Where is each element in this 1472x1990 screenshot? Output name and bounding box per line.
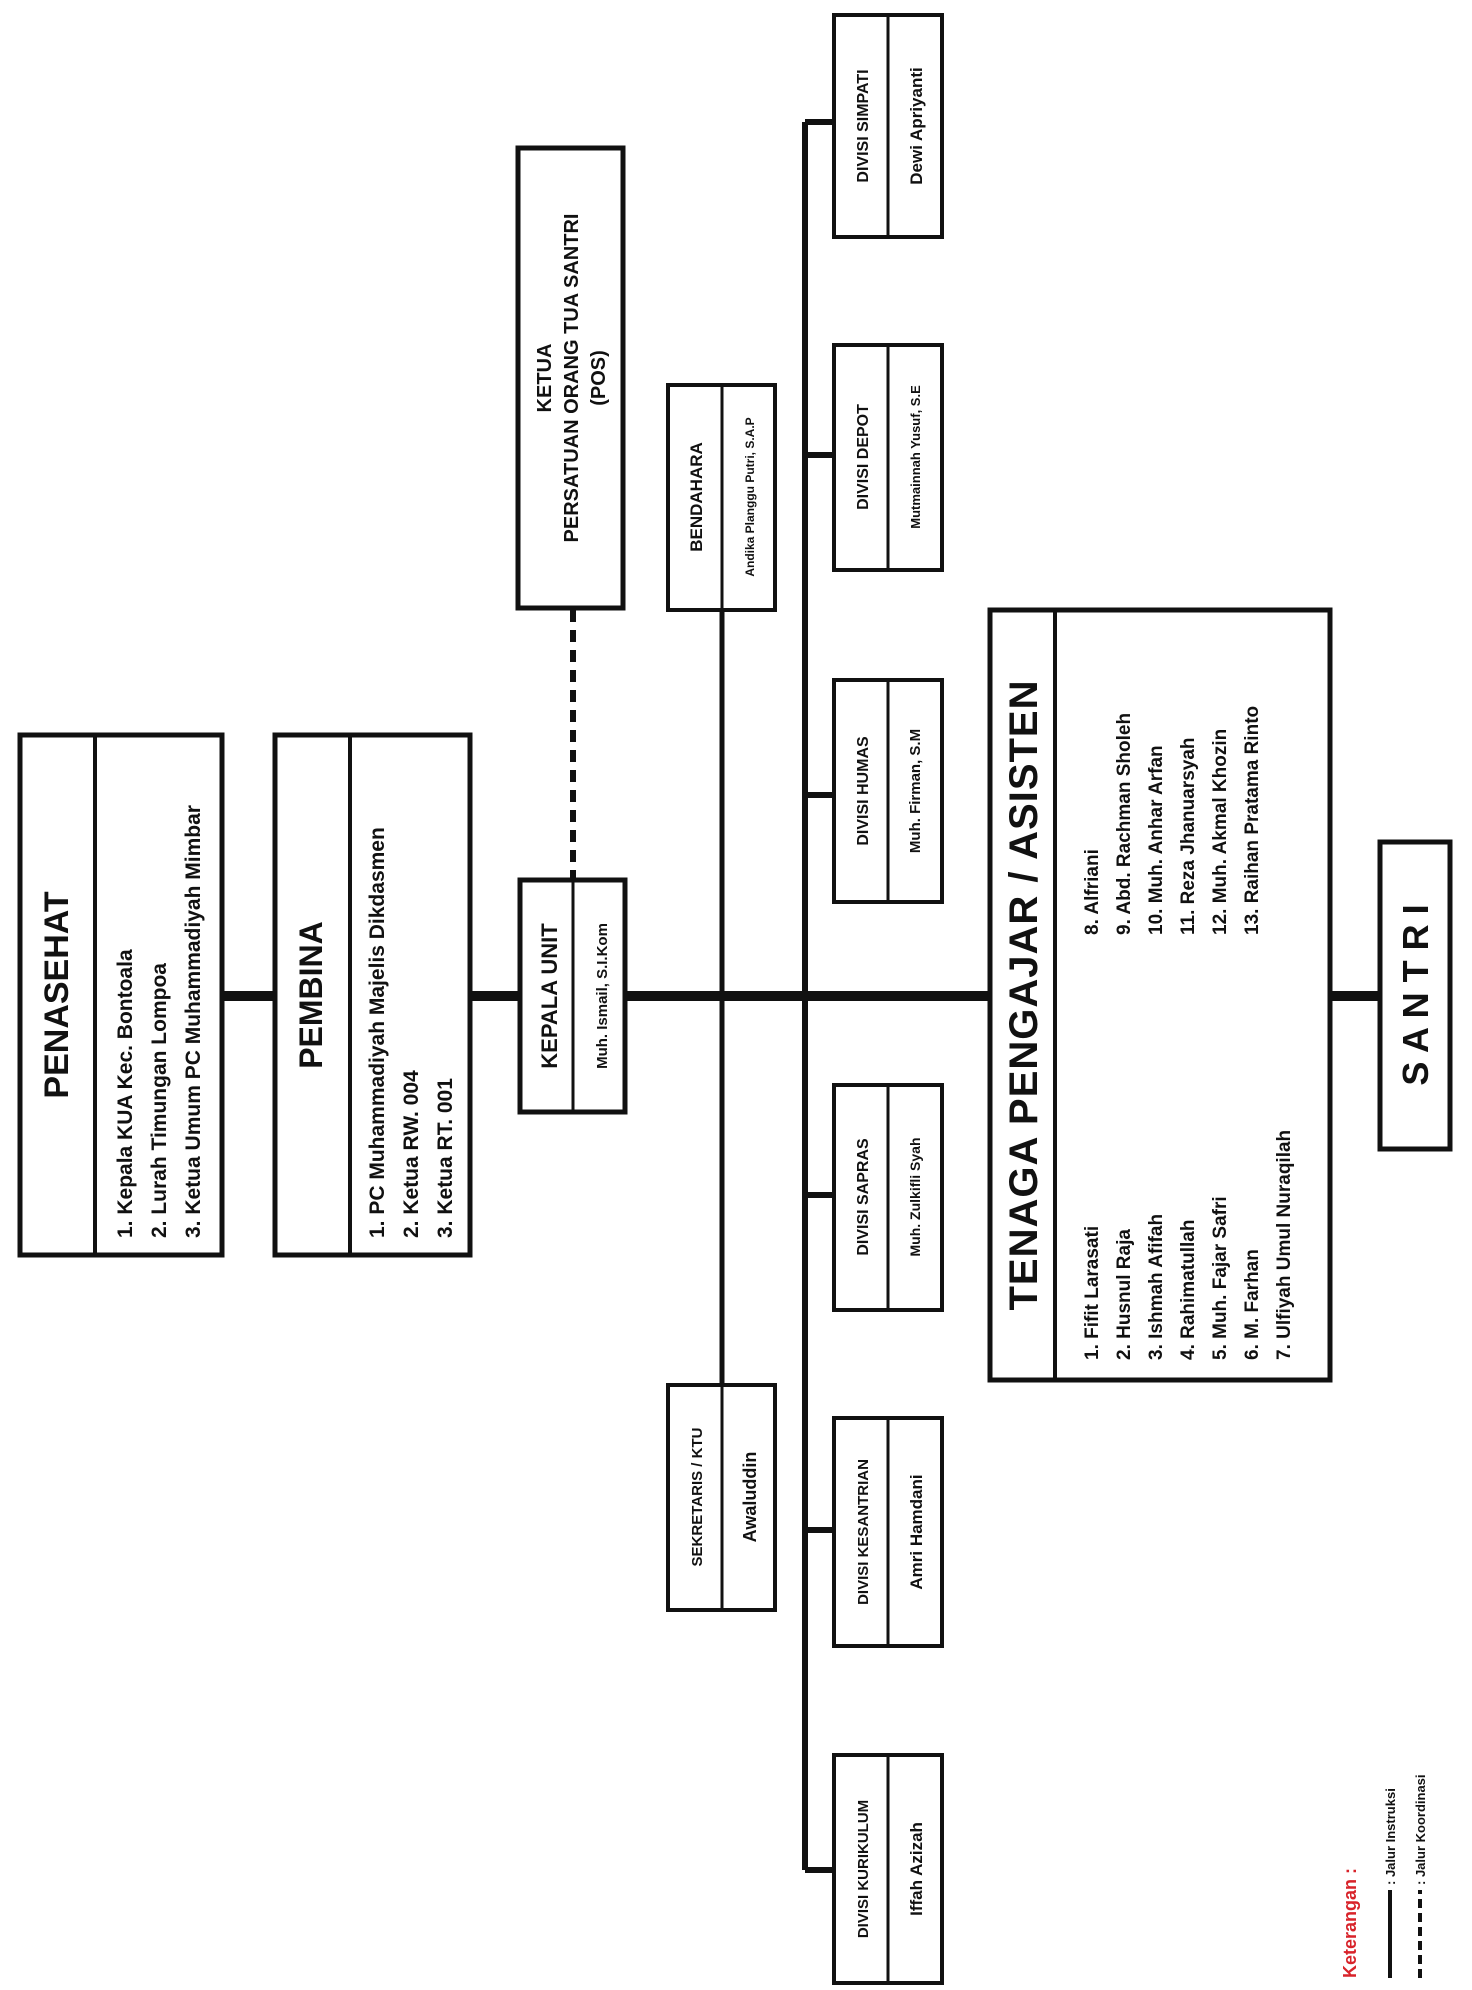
pembina-member-1: 1. PC Muhammadiyah Majelis Dikdasmen bbox=[366, 827, 389, 1238]
tenaga-pengajar-box: TENAGA PENGAJAR / ASISTEN 1. Fifit Laras… bbox=[987, 607, 1333, 1383]
kepala-unit-name: Muh. Ismail, S.I.Kom bbox=[594, 923, 611, 1069]
ketua-pos-line-1: KETUA bbox=[534, 344, 556, 413]
tenaga-member-6: 6. M. Farhan bbox=[1242, 1249, 1263, 1360]
penasehat-title: PENASEHAT bbox=[38, 891, 76, 1098]
division-kurikulum-name: Iffah Azizah bbox=[907, 1822, 926, 1916]
penasehat-member-2: 2. Lurah Timungan Lompoa bbox=[148, 963, 171, 1238]
legend-solid-label: : Jalur Instruksi bbox=[1383, 1788, 1398, 1885]
tenaga-member-12: 12. Muh. Akmal Khozin bbox=[1210, 729, 1231, 935]
sekretaris-box: SEKRETARIS / KTU Awaluddin bbox=[666, 1383, 777, 1612]
pembina-title: PEMBINA bbox=[293, 921, 329, 1069]
division-kesantrian-title: DIVISI KESANTRIAN bbox=[855, 1459, 872, 1605]
division-kurikulum-box: DIVISI KURIKULUM Iffah Azizah bbox=[832, 1753, 944, 1985]
penasehat-member-1: 1. Kepala KUA Kec. Bontoala bbox=[114, 949, 137, 1238]
tenaga-member-10: 10. Muh. Anhar Arfan bbox=[1146, 745, 1167, 935]
division-simpati-title: DIVISI SIMPATI bbox=[855, 69, 872, 182]
tenaga-member-1: 1. Fifit Larasati bbox=[1082, 1226, 1103, 1360]
pembina-member-3: 3. Ketua RT. 001 bbox=[434, 1078, 457, 1238]
division-sapras-name: Muh. Zulkifli Syah bbox=[907, 1137, 923, 1256]
sekretaris-name: Awaluddin bbox=[740, 1452, 760, 1543]
division-sapras-box: DIVISI SAPRAS Muh. Zulkifli Syah bbox=[832, 1083, 944, 1312]
kepala-unit-box: KEPALA UNIT Muh. Ismail, S.I.Kom bbox=[517, 877, 628, 1115]
division-depot-box: DIVISI DEPOT Mutmainnah Yusuf, S.E bbox=[832, 343, 944, 572]
tenaga-member-9: 9. Abd. Rachman Sholeh bbox=[1114, 713, 1135, 935]
penasehat-box: PENASEHAT 1. Kepala KUA Kec. Bontoala 2.… bbox=[17, 732, 225, 1258]
tenaga-member-4: 4. Rahimatullah bbox=[1178, 1220, 1199, 1360]
tenaga-member-11: 11. Reza Jhanuarsyah bbox=[1178, 738, 1199, 936]
tenaga-pengajar-title: TENAGA PENGAJAR / ASISTEN bbox=[1002, 680, 1046, 1311]
kepala-unit-title: KEPALA UNIT bbox=[537, 923, 562, 1069]
legend: Keterangan : : Jalur Instruksi : Jalur K… bbox=[1340, 1774, 1428, 1978]
division-humas-box: DIVISI HUMAS Muh. Firman, S.M bbox=[832, 678, 944, 904]
penasehat-member-3: 3. Ketua Umum PC Muhammadiyah Mimbar bbox=[182, 805, 205, 1238]
tenaga-member-13: 13. Raihan Pratama Rinto bbox=[1242, 706, 1263, 935]
division-humas-name: Muh. Firman, S.M bbox=[907, 729, 924, 853]
legend-dashed-label: : Jalur Koordinasi bbox=[1413, 1774, 1428, 1885]
ketua-pos-box: KETUA PERSATUAN ORANG TUA SANTRI (POS) bbox=[515, 145, 626, 611]
tenaga-member-2: 2. Husnul Raja bbox=[1114, 1229, 1135, 1360]
bendahara-box: BENDAHARA Andika Planggu Putri, S.A.P bbox=[666, 383, 777, 612]
pembina-box: PEMBINA 1. PC Muhammadiyah Majelis Dikda… bbox=[272, 732, 473, 1258]
division-depot-title: DIVISI DEPOT bbox=[855, 404, 872, 510]
sekretaris-title: SEKRETARIS / KTU bbox=[689, 1428, 706, 1567]
division-simpati-name: Dewi Apriyanti bbox=[907, 67, 926, 184]
division-depot-name: Mutmainnah Yusuf, S.E bbox=[908, 385, 923, 529]
bendahara-title: BENDAHARA bbox=[687, 442, 706, 552]
ketua-pos-line-2: PERSATUAN ORANG TUA SANTRI bbox=[561, 214, 583, 543]
division-kurikulum-title: DIVISI KURIKULUM bbox=[855, 1800, 872, 1938]
ketua-pos-line-3: (POS) bbox=[588, 350, 610, 406]
tenaga-member-3: 3. Ishmah Afifah bbox=[1146, 1214, 1167, 1360]
pembina-member-2: 2. Ketua RW. 004 bbox=[400, 1070, 423, 1238]
division-sapras-title: DIVISI SAPRAS bbox=[855, 1138, 872, 1256]
santri-box: S A N T R I bbox=[1330, 839, 1453, 1152]
tenaga-member-5: 5. Muh. Fajar Safri bbox=[1210, 1196, 1231, 1360]
bendahara-name: Andika Planggu Putri, S.A.P bbox=[743, 417, 757, 576]
division-kesantrian-box: DIVISI KESANTRIAN Amri Hamdani bbox=[832, 1416, 944, 1648]
division-kesantrian-name: Amri Hamdani bbox=[907, 1474, 926, 1589]
division-simpati-box: DIVISI SIMPATI Dewi Apriyanti bbox=[832, 13, 944, 239]
tenaga-member-8: 8. Alfriani bbox=[1082, 849, 1103, 935]
santri-title: S A N T R I bbox=[1395, 904, 1436, 1085]
division-humas-title: DIVISI HUMAS bbox=[855, 736, 872, 846]
legend-title: Keterangan : bbox=[1340, 1868, 1360, 1978]
tenaga-member-7: 7. Ulfiyah Umul Nuraqilah bbox=[1274, 1130, 1295, 1360]
